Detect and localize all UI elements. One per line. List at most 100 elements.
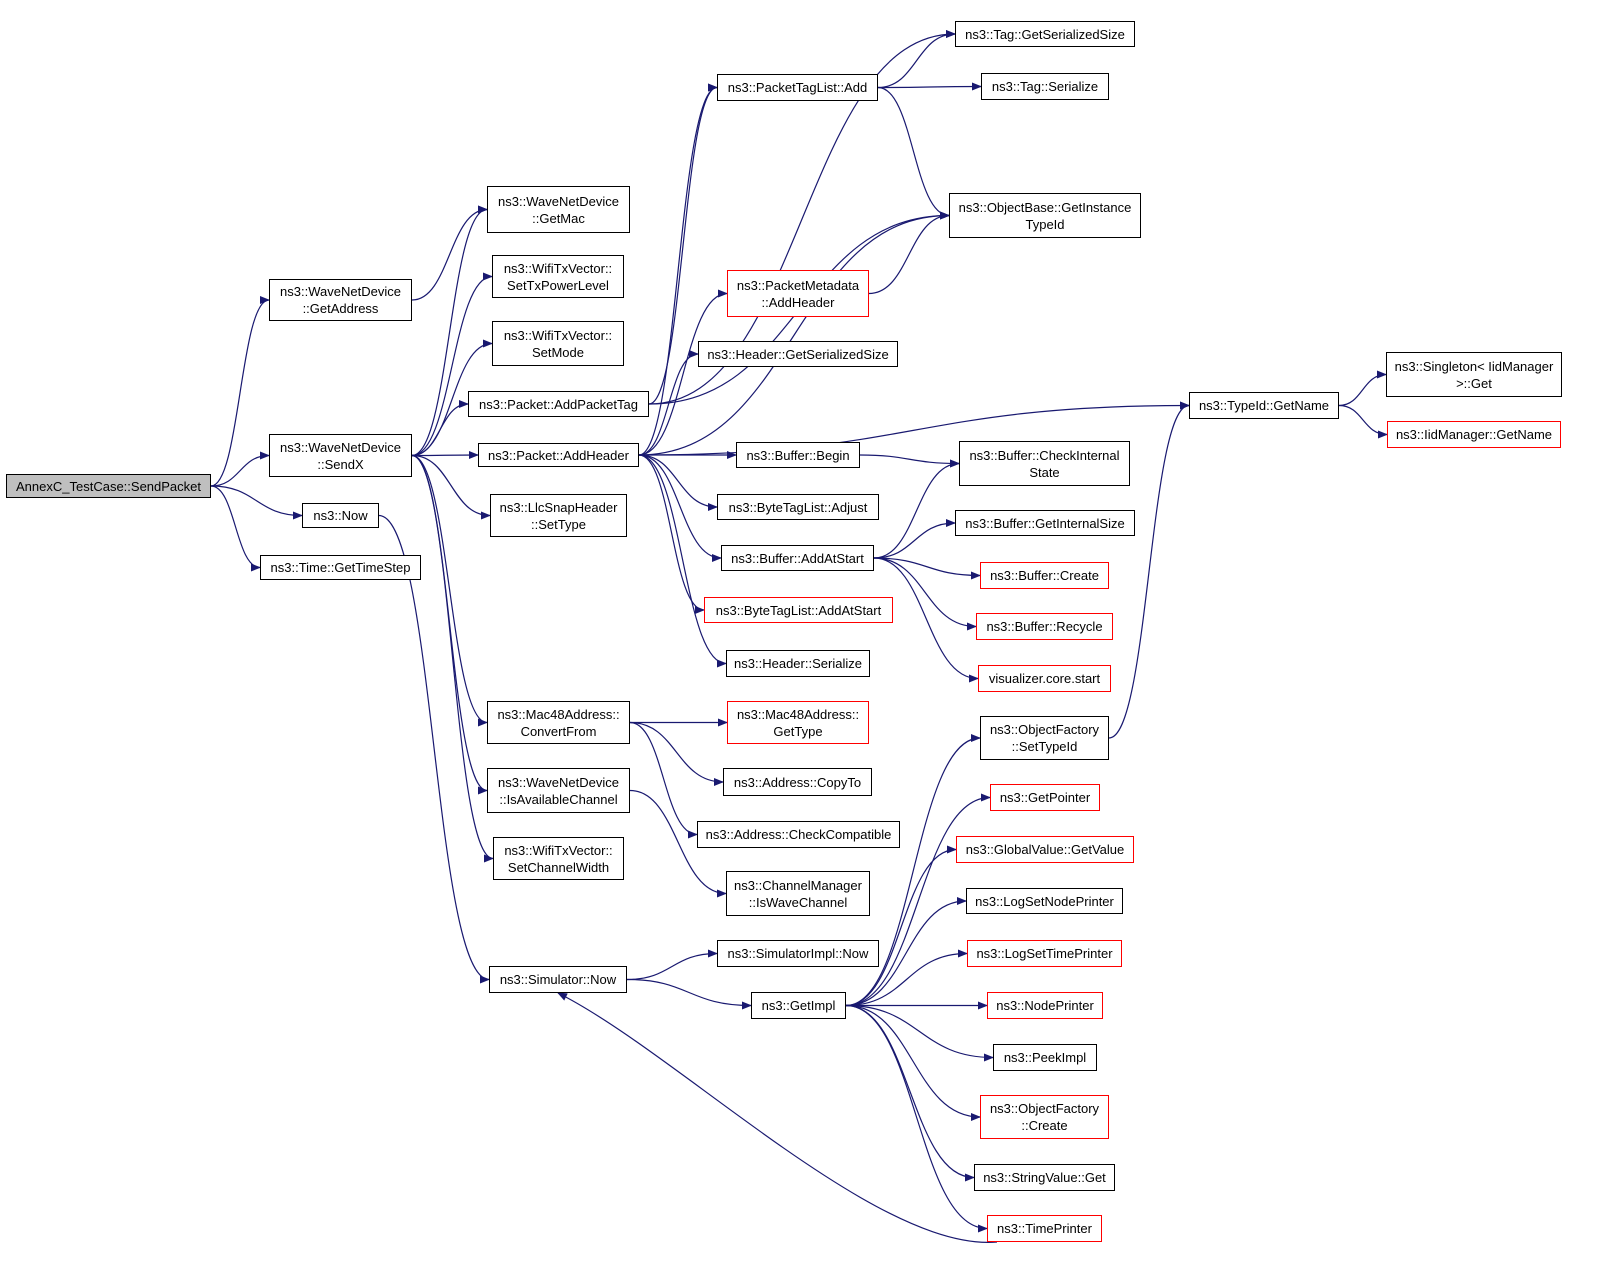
edge-addheader-to-btladjust [638,454,718,511]
node-address-checkcompatible[interactable]: ns3::Address::CheckCompatible [697,821,900,848]
node-wifitxvector-setmode[interactable]: ns3::WifiTxVector:: SetMode [492,321,624,366]
edge-addheader-to-objbasegetinst [638,211,950,456]
edge-ptladd-to-tagserialize [877,82,982,91]
edge-getaddress-to-getmac [411,205,488,301]
edge-addheader-to-ptladd [638,83,718,456]
node-buffer-addatstart[interactable]: ns3::Buffer::AddAtStart [721,545,874,571]
edge-getimpl-to-getpointer [845,793,991,1007]
node-packet-addpackettag[interactable]: ns3::Packet::AddPacketTag [468,391,649,417]
edge-getimpl-to-gvgetvalue [845,845,957,1007]
node-bytetaglist-adjust[interactable]: ns3::ByteTagList::Adjust [717,494,879,520]
edge-sendx-to-setchanwidth [411,454,494,863]
node-objectfactory-create[interactable]: ns3::ObjectFactory ::Create [980,1095,1109,1139]
node-buffer-getinternalsize[interactable]: ns3::Buffer::GetInternalSize [955,510,1135,536]
node-time-gettimestep[interactable]: ns3::Time::GetTimeStep [260,555,421,580]
edge-bufaddatstart-to-bufgetintsize [873,519,956,559]
edge-sendx-to-getmac [411,205,488,457]
node-ns3-timeprinter[interactable]: ns3::TimePrinter [987,1215,1102,1242]
edge-getimpl-to-lognodeprinter [845,897,967,1007]
edge-bufaddatstart-to-bufcreate [873,557,981,580]
edge-ptladd-to-taggetsersize [877,30,956,89]
edge-addheader-to-pmaddheader [638,289,728,456]
edge-addheader-to-hdrserialize [638,454,727,668]
node-ns3-now[interactable]: ns3::Now [302,503,379,528]
node-address-copyto[interactable]: ns3::Address::CopyTo [723,768,872,796]
node-ns3-nodeprinter[interactable]: ns3::NodePrinter [987,992,1103,1019]
edge-typeidgetname-to-singletonget [1338,370,1387,407]
node-packet-addheader[interactable]: ns3::Packet::AddHeader [478,443,639,467]
edge-sendx-to-addpackettag [411,400,469,457]
node-ns3-getpointer[interactable]: ns3::GetPointer [990,784,1100,811]
edge-now-to-simnow [378,514,490,984]
edge-ofsettypeid-to-typeidgetname [1108,401,1190,739]
edge-timeprinter-to-simnow [557,992,998,1243]
node-wifitxvector-setchannelwidth[interactable]: ns3::WifiTxVector:: SetChannelWidth [493,837,624,880]
edge-bufbegin-to-bufcheckint [859,454,960,468]
node-wifitxvector-settxpowerlevel[interactable]: ns3::WifiTxVector:: SetTxPowerLevel [492,255,624,298]
node-buffer-begin[interactable]: ns3::Buffer::Begin [736,442,860,468]
edge-bufaddatstart-to-vizstart [873,557,979,683]
edge-sendx-to-settxpower [411,272,493,457]
node-visualizer-core-start[interactable]: visualizer.core.start [978,665,1111,692]
edge-getimpl-to-logtimeprinter [845,949,968,1007]
node-stringvalue-get[interactable]: ns3::StringValue::Get [974,1164,1115,1191]
node-typeid-getname[interactable]: ns3::TypeId::GetName [1189,392,1339,419]
edge-typeidgetname-to-iidgetname [1338,404,1388,439]
node-globalvalue-getvalue[interactable]: ns3::GlobalValue::GetValue [956,836,1134,863]
node-logsettimeprinter[interactable]: ns3::LogSetTimePrinter [967,940,1122,967]
edge-bufaddatstart-to-bufcheckint [873,459,960,559]
node-logsetnodeprinter[interactable]: ns3::LogSetNodePrinter [966,888,1123,914]
edge-getimpl-to-strvalget [845,1004,975,1182]
edge-ptladd-to-objbasegetinst [877,86,950,220]
node-mac48address-convertfrom[interactable]: ns3::Mac48Address:: ConvertFrom [487,701,630,744]
node-packettaglist-add[interactable]: ns3::PacketTagList::Add [717,74,878,101]
node-wavenetdevice-getaddress[interactable]: ns3::WaveNetDevice ::GetAddress [269,279,412,321]
node-header-serialize[interactable]: ns3::Header::Serialize [726,650,870,677]
edge-sendx-to-addheader [411,451,479,460]
node-bytetaglist-addatstart[interactable]: ns3::ByteTagList::AddAtStart [704,597,893,623]
node-llcsnapheader-settype[interactable]: ns3::LlcSnapHeader ::SetType [490,494,627,537]
edge-addpackettag-to-taggetsersize [648,30,956,405]
edge-simnow-to-simimplnow [626,949,718,981]
node-ns3-peekimpl[interactable]: ns3::PeekImpl [993,1044,1097,1071]
edge-pmaddheader-to-objbasegetinst [868,211,950,295]
node-channelmanager-iswavechannel[interactable]: ns3::ChannelManager ::IsWaveChannel [726,871,870,916]
node-buffer-recycle[interactable]: ns3::Buffer::Recycle [976,613,1113,640]
node-wavenetdevice-sendx[interactable]: ns3::WaveNetDevice ::SendX [269,434,412,477]
node-ns3-getimpl[interactable]: ns3::GetImpl [751,992,846,1019]
node-buffer-checkinternalstate[interactable]: ns3::Buffer::CheckInternal State [959,441,1130,486]
node-simulatorimpl-now[interactable]: ns3::SimulatorImpl::Now [717,940,879,967]
node-annexc-sendpacket: AnnexC_TestCase::SendPacket [6,474,211,498]
edge-getimpl-to-ofcreate [845,1004,981,1121]
node-objectbase-getinstancetypeid[interactable]: ns3::ObjectBase::GetInstance TypeId [949,193,1141,238]
edge-getimpl-to-ofsettypeid [845,734,981,1007]
node-singleton-iidmanager-get[interactable]: ns3::Singleton< IidManager >::Get [1386,352,1562,397]
node-buffer-create[interactable]: ns3::Buffer::Create [980,562,1109,589]
edge-root-to-gettimestep [210,485,261,572]
node-tag-getserializedsize[interactable]: ns3::Tag::GetSerializedSize [955,21,1135,47]
edge-root-to-now [210,485,303,520]
edge-getimpl-to-timeprinter [845,1004,988,1233]
node-mac48address-gettype[interactable]: ns3::Mac48Address:: GetType [727,701,869,744]
edge-sendx-to-convertfrom [411,454,488,727]
node-objectfactory-settypeid[interactable]: ns3::ObjectFactory ::SetTypeId [980,716,1109,760]
edge-addpackettag-to-ptladd [648,83,718,405]
edge-convertfrom-to-addrcheckcompat [629,721,698,839]
node-tag-serialize[interactable]: ns3::Tag::Serialize [981,73,1109,100]
node-iidmanager-getname[interactable]: ns3::IidManager::GetName [1387,421,1561,448]
node-wavenetdevice-isavailablechannel[interactable]: ns3::WaveNetDevice ::IsAvailableChannel [487,768,630,813]
node-header-getserializedsize[interactable]: ns3::Header::GetSerializedSize [698,341,898,367]
node-packetmetadata-addheader[interactable]: ns3::PacketMetadata ::AddHeader [727,270,869,317]
edge-getimpl-to-peekimpl [845,1004,994,1062]
edge-isavailchan-to-iswavechan [629,789,727,898]
node-simulator-now[interactable]: ns3::Simulator::Now [489,966,627,993]
edge-root-to-sendx [210,451,270,487]
node-wavenetdevice-getmac[interactable]: ns3::WaveNetDevice ::GetMac [487,186,630,233]
edge-sendx-to-llcsettype [411,454,491,520]
edge-convertfrom-to-addrcopyto [629,721,724,786]
edge-bufaddatstart-to-bufrecycle [873,557,977,631]
edge-root-to-getaddress [210,296,270,487]
edge-addheader-to-bufaddatstart [638,454,722,562]
